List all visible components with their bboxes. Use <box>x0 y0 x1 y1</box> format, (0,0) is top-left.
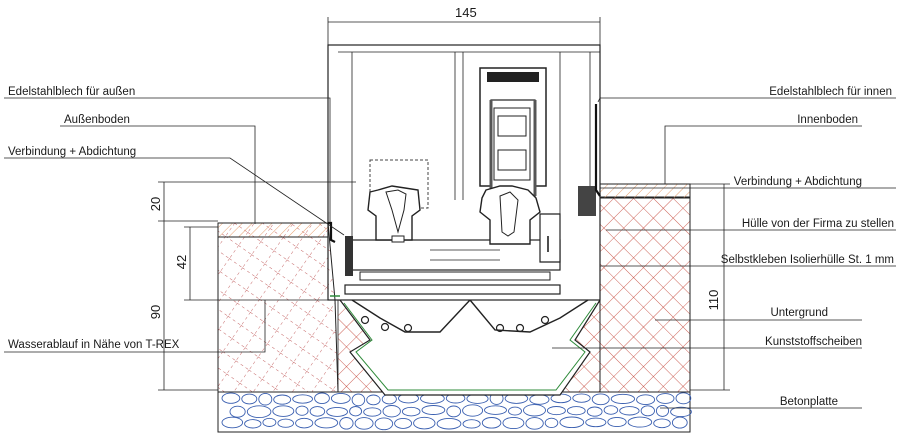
beton-stone <box>314 392 330 405</box>
label-betonplatte: Betonplatte <box>780 396 838 408</box>
beton-stone <box>525 417 544 430</box>
beton-stone <box>619 406 640 416</box>
beton-stone <box>244 419 262 429</box>
beton-stone <box>272 405 295 417</box>
outer-subfloor <box>217 222 339 393</box>
beton-stone <box>330 392 351 404</box>
dim-top-145: 145 <box>455 5 477 20</box>
beton-stone <box>675 392 692 405</box>
label-edelstahl-innen: Edelstahlblech für innen <box>769 86 892 98</box>
betonplatte-layer <box>217 391 692 433</box>
label-kunststoffscheiben: Kunststoffscheiben <box>765 336 862 348</box>
beton-stone <box>314 417 339 429</box>
beton-stone <box>655 404 670 417</box>
beton-stone <box>607 416 627 428</box>
beton-stone <box>653 418 671 429</box>
label-huelle: Hülle von der Firma zu stellen <box>742 218 894 230</box>
beton-stone <box>462 419 481 429</box>
aussenboden <box>217 222 329 238</box>
window-profile <box>327 44 601 301</box>
channel-trough <box>338 299 601 396</box>
leaders <box>4 97 896 409</box>
beton-stone <box>656 393 675 404</box>
beton-stone <box>481 417 502 429</box>
beton-stone <box>366 394 381 406</box>
beton-stone <box>309 406 326 417</box>
beton-stone <box>401 406 421 417</box>
beton-stone <box>508 406 522 416</box>
beton-stone <box>627 416 653 428</box>
beton-stone <box>351 393 366 407</box>
beton-stone <box>273 394 292 405</box>
label-innenboden: Innenboden <box>797 114 858 126</box>
beton-stone <box>292 394 313 404</box>
beton-stone <box>221 416 244 429</box>
beton-stone <box>421 405 446 415</box>
labels-left: Edelstahlblech für außen Außenboden Verb… <box>8 86 180 351</box>
beton-stone <box>295 417 314 429</box>
labels-right: Edelstahlblech für innen Innenboden Verb… <box>721 86 894 408</box>
dim-left-20: 20 <box>148 197 163 211</box>
beton-stone <box>591 393 610 406</box>
dimensions: 145 20 90 42 110 <box>148 5 730 391</box>
dim-right-110: 110 <box>706 290 721 311</box>
label-untergrund: Untergrund <box>770 307 828 319</box>
beton-stone <box>246 405 272 419</box>
beton-stone <box>394 417 413 429</box>
beton-stone <box>446 405 462 418</box>
beton-stone <box>349 406 363 417</box>
beton-stone <box>436 417 462 430</box>
beton-stone <box>326 406 348 417</box>
beton-stone <box>585 417 607 428</box>
beton-stone <box>262 417 277 427</box>
beton-stone <box>610 393 636 404</box>
beton-stone <box>566 406 586 416</box>
beton-stone <box>523 404 546 417</box>
beton-stone <box>277 418 294 428</box>
beton-stone <box>413 416 436 430</box>
beton-stone <box>636 394 656 406</box>
beton-stone <box>221 392 241 404</box>
beton-stone <box>640 405 655 417</box>
beton-stone <box>382 405 401 418</box>
beton-stone <box>559 416 585 429</box>
beton-stone <box>586 406 603 417</box>
beton-stone <box>502 416 525 430</box>
floors <box>217 183 691 238</box>
beton-stone <box>229 405 246 418</box>
label-selbstkleben: Selbstkleben Isolierhülle St. 1 mm <box>721 254 894 266</box>
label-verbindung-rechts: Verbindung + Abdichtung <box>734 176 862 188</box>
label-wasserablauf: Wasserablauf in Nähe von T-REX <box>8 339 180 351</box>
beton-stone <box>462 404 484 417</box>
label-aussenboden: Außenboden <box>64 114 130 126</box>
dim-left-90: 90 <box>148 305 163 319</box>
beton-stone <box>603 405 619 415</box>
beton-stone <box>258 392 273 406</box>
beton-stone <box>374 417 394 431</box>
innenboden <box>599 183 691 199</box>
label-edelstahl-aussen: Edelstahlblech für außen <box>8 86 135 98</box>
beton-stone <box>339 417 354 430</box>
dim-left-42: 42 <box>174 255 189 269</box>
beton-stone <box>670 406 692 418</box>
beton-stone <box>572 393 591 403</box>
beton-stone <box>544 417 559 429</box>
beton-stone <box>363 407 382 417</box>
beton-stone <box>546 406 566 416</box>
beton-stone <box>295 405 309 416</box>
beton-stone <box>241 393 258 405</box>
beton-stone <box>671 416 688 429</box>
beton-stone <box>484 405 507 415</box>
label-verbindung-links: Verbindung + Abdichtung <box>8 146 136 158</box>
beton-stone <box>354 417 374 430</box>
